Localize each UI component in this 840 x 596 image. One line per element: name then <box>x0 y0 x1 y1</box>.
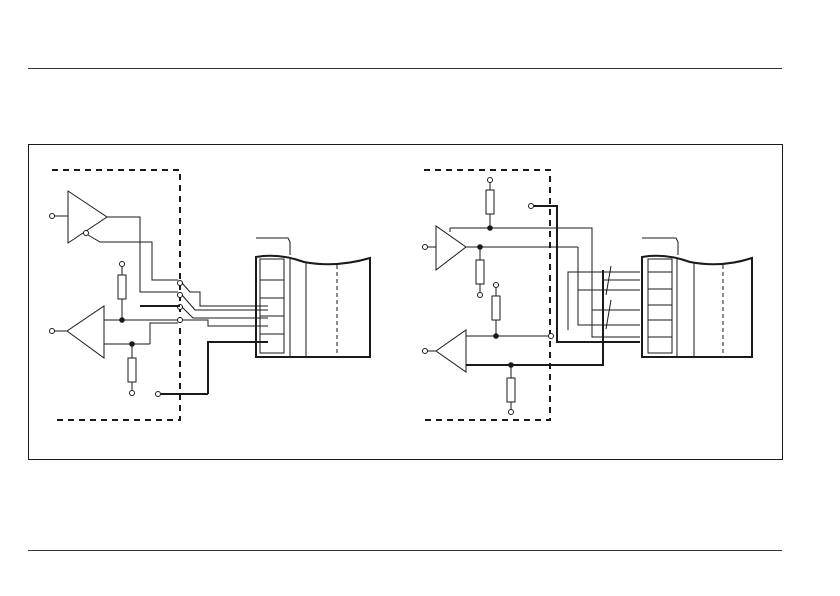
right-panel <box>423 170 753 420</box>
right-resistor-bottom-icon <box>507 378 515 402</box>
left-terminal-block <box>256 238 370 357</box>
left-resistor-lower-icon <box>128 358 136 382</box>
right-terminal-block <box>642 238 752 357</box>
right-amplifier-lower-icon <box>436 330 466 372</box>
right-resistor-middle-a-icon <box>476 260 484 284</box>
figure-frame <box>29 145 783 460</box>
left-amplifier-lower-icon <box>67 306 104 358</box>
left-resistor-upper-icon <box>118 275 126 299</box>
left-panel <box>50 170 371 420</box>
left-enclosure-boundary <box>52 170 180 420</box>
right-amplifier-upper-icon <box>436 226 466 270</box>
right-resistor-top-icon <box>486 190 494 214</box>
right-resistor-middle-b-icon <box>492 296 500 320</box>
